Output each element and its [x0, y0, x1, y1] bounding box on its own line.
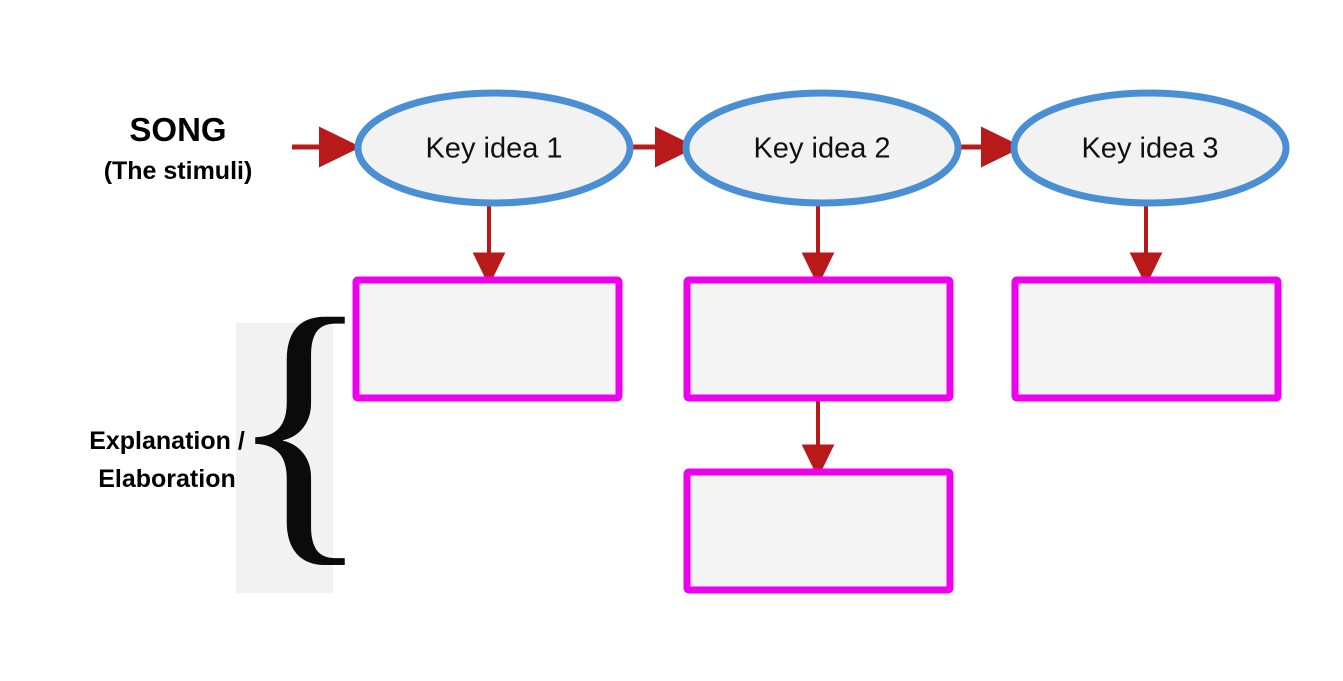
- detail-box-3[interactable]: [1011, 276, 1282, 402]
- bracket-label-line2: Elaboration: [98, 465, 236, 493]
- detail-box-4[interactable]: [683, 468, 954, 594]
- key-idea-1-node[interactable]: [354, 89, 634, 207]
- key-idea-2-label: Key idea 2: [753, 133, 890, 165]
- key-idea-1-label: Key idea 1: [425, 133, 562, 165]
- key-idea-2-node[interactable]: [682, 89, 962, 207]
- detail-box-2[interactable]: [683, 276, 954, 402]
- key-idea-3-node[interactable]: [1010, 89, 1290, 207]
- bracket-label-line1: Explanation /: [89, 427, 245, 455]
- detail-box-1[interactable]: [352, 276, 623, 402]
- curly-brace-icon: {: [228, 258, 372, 590]
- stimulus-subtitle: (The stimuli): [104, 157, 253, 185]
- key-idea-3-label: Key idea 3: [1081, 133, 1218, 165]
- stimulus-title: SONG: [129, 111, 226, 148]
- brace-background-patch: [236, 323, 333, 593]
